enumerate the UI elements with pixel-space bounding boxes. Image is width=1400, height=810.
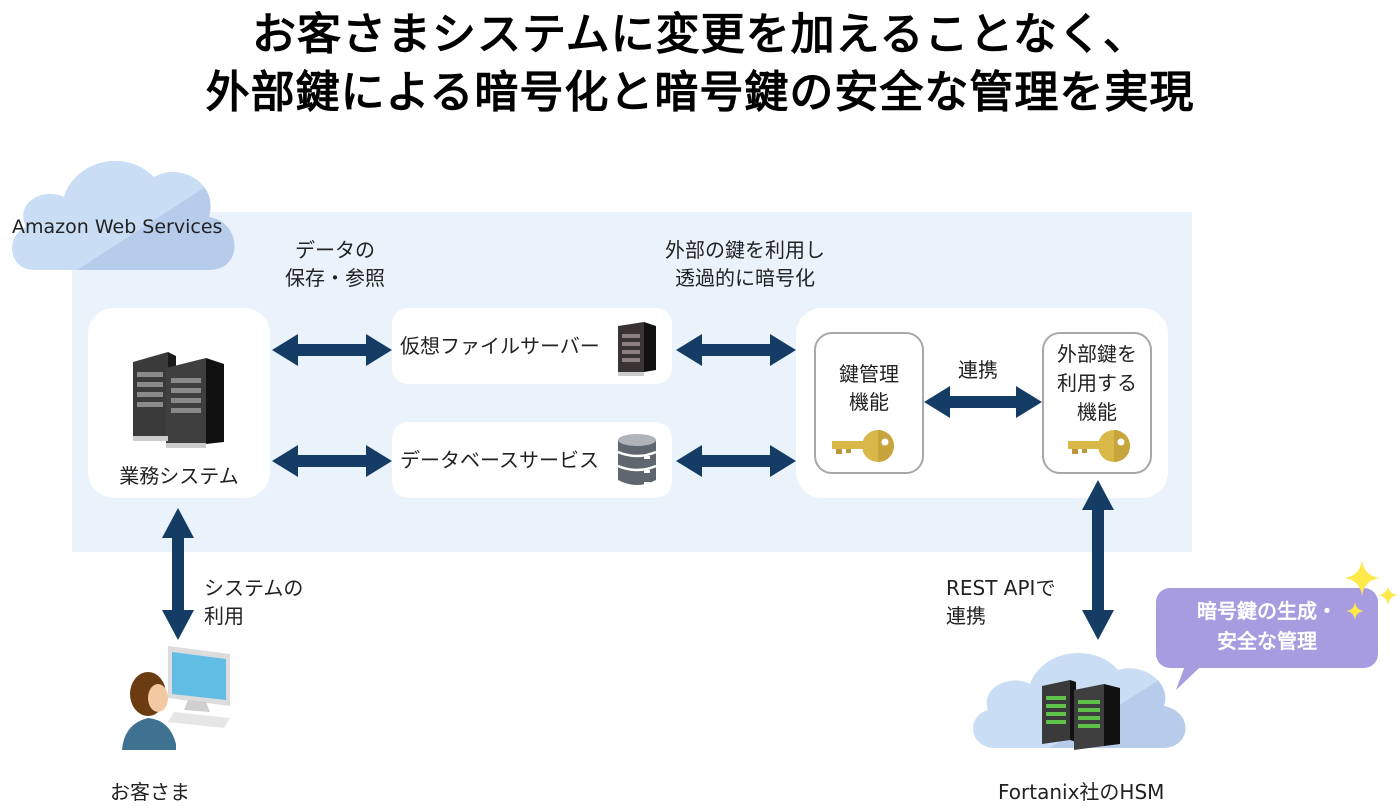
key-management-label-line1: 鍵管理 bbox=[839, 362, 899, 386]
key-icon bbox=[830, 428, 896, 464]
rest-api-label-line2: 連携 bbox=[946, 604, 986, 628]
external-key-function-label: 外部鍵を 利用する 機能 bbox=[1044, 340, 1150, 427]
customer-label: お客さま bbox=[110, 780, 190, 804]
system-use-label-line2: 利用 bbox=[204, 604, 244, 628]
key-management-node[interactable]: 鍵管理 機能 bbox=[814, 332, 924, 474]
data-store-label: データの 保存・参照 bbox=[270, 236, 400, 292]
callout-bubble: 暗号鍵の生成・ 安全な管理 bbox=[1156, 588, 1378, 668]
arrow-keymgmt-extkey bbox=[924, 382, 1042, 422]
data-store-label-line2: 保存・参照 bbox=[285, 266, 385, 290]
database-service-label: データベースサービス bbox=[400, 448, 599, 472]
arrow-business-fileserver bbox=[272, 330, 392, 370]
system-use-label-line1: システムの bbox=[204, 576, 304, 600]
rest-api-label-line1: REST APIで bbox=[946, 576, 1056, 600]
database-icon bbox=[616, 432, 658, 488]
arrow-extkey-hsm bbox=[1078, 480, 1118, 640]
encrypt-label-line1: 外部の鍵を利用し bbox=[665, 238, 825, 262]
external-key-label-line1: 外部鍵を bbox=[1057, 342, 1137, 366]
callout-line1: 暗号鍵の生成・ bbox=[1197, 599, 1337, 623]
sparkle-icon bbox=[1342, 560, 1400, 612]
encrypt-label-line2: 透過的に暗号化 bbox=[675, 266, 815, 290]
sparkle-small-icon bbox=[1346, 602, 1364, 620]
aws-label: Amazon Web Services bbox=[12, 216, 223, 238]
business-system-node[interactable]: 業務システム bbox=[88, 308, 270, 498]
server-rack-icon bbox=[128, 348, 228, 448]
title-line-1: お客さまシステムに変更を加えることなく、 bbox=[251, 9, 1149, 60]
rest-api-label: REST APIで 連携 bbox=[946, 574, 1055, 630]
aws-cloud-icon bbox=[4, 142, 244, 272]
key-management-label: 鍵管理 機能 bbox=[816, 360, 922, 416]
external-key-label-line2: 利用する bbox=[1057, 371, 1137, 395]
database-service-node[interactable]: データベースサービス bbox=[392, 422, 672, 498]
file-server-node[interactable]: 仮想ファイルサーバー bbox=[392, 308, 672, 384]
title-line-2: 外部鍵による暗号化と暗号鍵の安全な管理を実現 bbox=[205, 67, 1195, 118]
server-icon bbox=[614, 320, 660, 376]
link-label: 連携 bbox=[958, 358, 998, 382]
hsm-server-icon bbox=[1040, 676, 1126, 750]
external-key-label-line3: 機能 bbox=[1077, 400, 1117, 424]
key-management-label-line2: 機能 bbox=[849, 390, 889, 414]
business-system-label: 業務システム bbox=[119, 464, 239, 488]
data-store-label-line1: データの bbox=[295, 238, 375, 262]
hsm-label: Fortanix社のHSM bbox=[998, 780, 1165, 804]
callout-line2: 安全な管理 bbox=[1217, 629, 1317, 653]
system-use-label: システムの 利用 bbox=[204, 574, 303, 630]
arrow-customer-business bbox=[158, 508, 198, 640]
key-icon bbox=[1066, 428, 1132, 464]
arrow-business-database bbox=[272, 441, 392, 481]
customer-at-computer-icon bbox=[118, 640, 238, 760]
arrow-fileserver-keymgmt bbox=[676, 330, 796, 370]
file-server-label: 仮想ファイルサーバー bbox=[400, 334, 600, 358]
external-key-function-node[interactable]: 外部鍵を 利用する 機能 bbox=[1042, 332, 1152, 474]
arrow-database-keymgmt bbox=[676, 441, 796, 481]
encrypt-label: 外部の鍵を利用し 透過的に暗号化 bbox=[650, 236, 840, 292]
